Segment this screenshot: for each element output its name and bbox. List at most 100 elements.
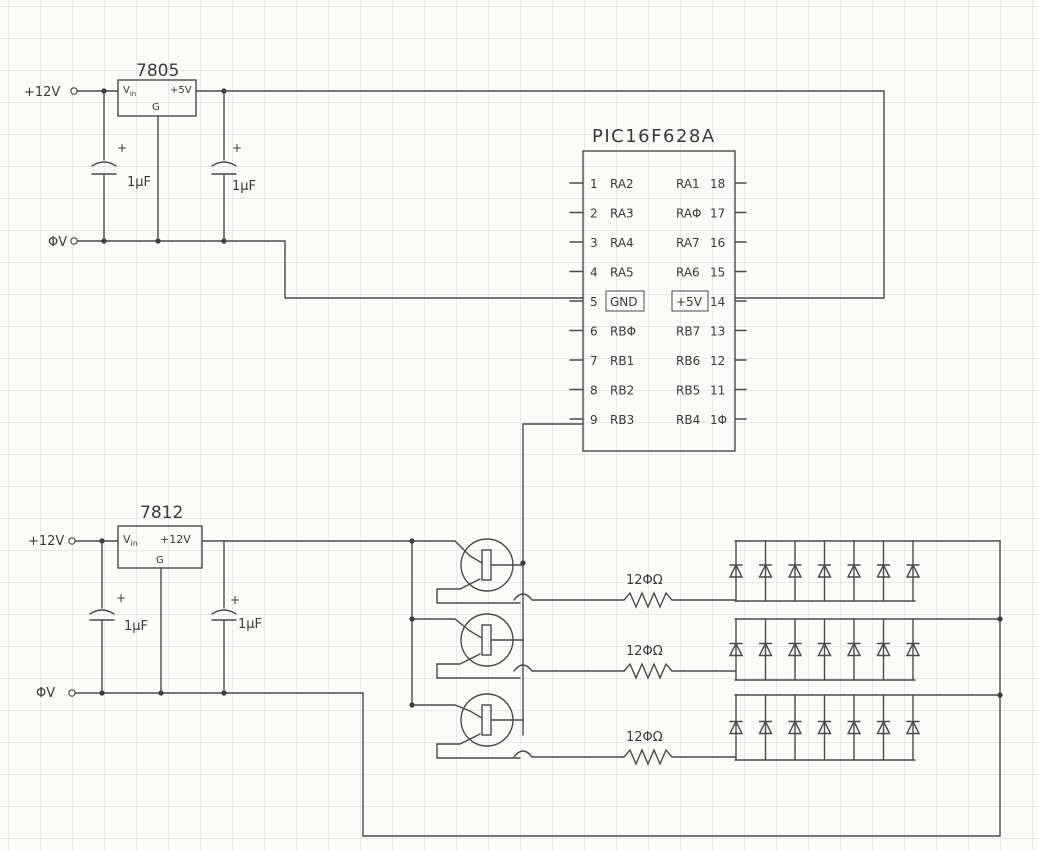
input-capacitor-12v: + 1μF xyxy=(89,540,148,694)
pic-pin-number-right: 1Φ xyxy=(710,413,727,427)
pic-pin-number-left: 3 xyxy=(590,236,598,250)
regulator-7812-part: 7812 xyxy=(140,503,183,523)
svg-text:Vin: Vin xyxy=(123,85,136,98)
pic-pin-number-left: 7 xyxy=(590,354,598,368)
regulator-12v-ground-label: ΦV xyxy=(36,686,55,701)
led-diode-icon xyxy=(846,694,862,761)
cap-polarity-5v-in: + xyxy=(117,141,127,155)
pic-pin-number-right: 11 xyxy=(710,384,725,398)
output-capacitor-5v: + 1μF xyxy=(211,90,256,242)
led-diode-icon xyxy=(846,540,862,602)
ground-terminal-5v xyxy=(70,237,78,245)
led-diode-icon xyxy=(817,540,832,602)
regulator-7812-pin-out: +12V xyxy=(160,533,191,546)
pic-pin-name-left: RA4 xyxy=(610,236,634,250)
pic-pin-number-left: 6 xyxy=(590,325,598,339)
pic-pin-name-right: RAΦ xyxy=(676,207,702,221)
pic-pin-name-right: RB7 xyxy=(676,325,700,339)
pic-pin-number-left: 9 xyxy=(590,413,598,427)
pic-part-label: PIC16F628A xyxy=(592,126,716,147)
regulator-7812-pin-in: V xyxy=(123,533,131,546)
pic-pin-name-left: RBΦ xyxy=(610,325,636,339)
svg-text:Vin: Vin xyxy=(123,533,138,548)
resistor xyxy=(623,662,673,680)
pic-pin-number-right: 12 xyxy=(710,354,725,368)
regulator-7812-body xyxy=(117,525,203,569)
transistor-icon xyxy=(460,538,524,592)
resistor-label: 12ΦΩ xyxy=(626,573,663,588)
pic-pin-number-right: 16 xyxy=(710,236,725,250)
input-terminal-12v xyxy=(68,537,76,545)
pic-pin-name-left: RA5 xyxy=(610,266,634,280)
regulator-7812-pin-in-sub: in xyxy=(131,539,138,548)
regulator-7805-body xyxy=(117,79,197,117)
pic-pin-number-right: 14 xyxy=(710,295,725,309)
pic-pin-name-right: RA7 xyxy=(676,236,700,250)
led-stage-1: 12ΦΩ xyxy=(411,538,1001,609)
regulator-7812-pin-gnd: G xyxy=(156,555,164,566)
cap-polarity-5v-out: + xyxy=(232,141,242,155)
cap-label-5v-in: 1μF xyxy=(127,175,151,190)
pic-pin-name-left: RA2 xyxy=(610,177,634,191)
pic-pin-name-left: RB2 xyxy=(610,384,634,398)
cap-label-12v-out: 1μF xyxy=(238,617,262,632)
pic-pin-name-left: RA3 xyxy=(610,207,634,221)
pic-pin-name-right: RB4 xyxy=(676,413,700,427)
cap-label-12v-in: 1μF xyxy=(124,619,148,634)
pic-pin-number-right: 17 xyxy=(710,207,725,221)
pic-pin-number-right: 15 xyxy=(710,266,725,280)
regulator-7805-pin-in: V xyxy=(123,85,130,96)
led-diode-icon xyxy=(728,694,744,761)
led-stage-3: 12ΦΩ xyxy=(411,693,1001,766)
transistor-icon xyxy=(460,693,524,747)
led-diode-icon xyxy=(758,618,773,681)
resistor xyxy=(623,748,673,766)
transistor-icon xyxy=(460,613,524,667)
regulator-12v-section: +12V ΦV 7812 Vin +12V G + 1μF + xyxy=(28,503,1001,837)
pic-pin-name-right: RA1 xyxy=(676,177,700,191)
led-diode-icon xyxy=(817,618,832,681)
pic-pin-name-left: GND xyxy=(610,295,638,309)
pic-pin-name-right: +5V xyxy=(676,295,703,309)
resistor-label: 12ΦΩ xyxy=(626,644,663,659)
resistor-label: 12ΦΩ xyxy=(626,730,663,745)
pic-gnd-box xyxy=(605,290,645,312)
led-diode-icon xyxy=(817,694,832,761)
regulator-12v-input-label: +12V xyxy=(28,534,64,549)
led-diode-icon xyxy=(728,618,744,681)
input-capacitor-5v: + 1μF xyxy=(91,90,151,242)
pic-5v-box xyxy=(671,290,709,312)
led-diode-icon xyxy=(905,694,921,761)
led-diode-icon xyxy=(846,618,862,681)
regulator-7805-pin-in-sub: in xyxy=(130,90,136,98)
input-terminal-5v xyxy=(70,87,78,95)
led-stage-2: 12ΦΩ xyxy=(411,613,1001,681)
pic-pin-number-left: 1 xyxy=(590,177,598,191)
led-driver-section: 12ΦΩ 12ΦΩ 12ΦΩ xyxy=(409,538,1003,766)
cap-polarity-12v-out: + xyxy=(230,593,240,607)
pic-pin-number-left: 5 xyxy=(590,295,598,309)
led-diode-icon xyxy=(787,618,803,681)
led-diode-icon xyxy=(876,694,891,761)
regulator-7805-part: 7805 xyxy=(136,61,179,81)
pic-pin-name-left: RB3 xyxy=(610,413,634,427)
pic-pin-number-right: 18 xyxy=(710,177,725,191)
regulator-7805-pin-out: +5V xyxy=(170,85,192,96)
resistor xyxy=(623,591,673,609)
led-diode-icon xyxy=(905,540,921,602)
cap-polarity-12v-in: + xyxy=(116,591,126,605)
pic-pin-number-left: 2 xyxy=(590,207,598,221)
pic-pin-number-left: 8 xyxy=(590,384,598,398)
ground-terminal-12v xyxy=(68,689,76,697)
led-diode-icon xyxy=(876,540,891,602)
pic-pin-name-right: RB6 xyxy=(676,354,700,368)
led-diode-icon xyxy=(876,618,891,681)
regulator-7805-pin-gnd: G xyxy=(152,102,160,113)
led-diode-icon xyxy=(758,540,773,602)
led-diode-icon xyxy=(728,540,744,602)
led-diode-icon xyxy=(905,618,921,681)
regulator-5v-ground-label: ΦV xyxy=(48,235,67,250)
